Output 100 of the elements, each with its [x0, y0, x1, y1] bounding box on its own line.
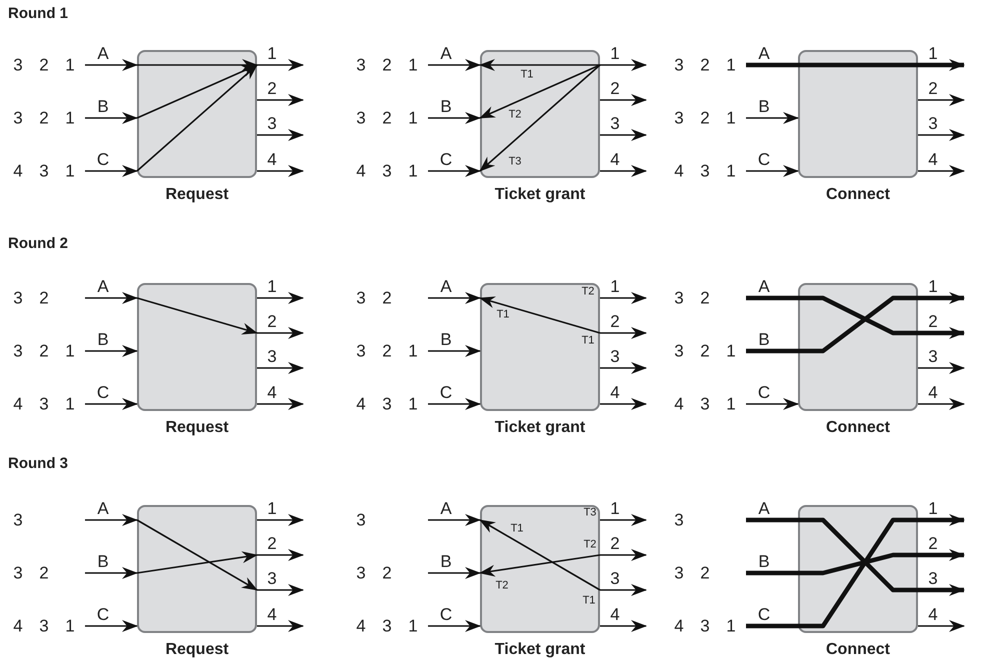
- queue-number: 3: [39, 162, 49, 180]
- arrow: [257, 59, 304, 71]
- edge-label: B: [440, 553, 452, 570]
- arrow: [918, 398, 965, 410]
- queue-number: 3: [13, 56, 23, 74]
- round-heading: Round 3: [8, 455, 68, 472]
- queue-number: 3: [39, 618, 49, 634]
- queue-number: 4: [674, 618, 684, 634]
- edge-label: A: [97, 500, 109, 517]
- edge-label: 3: [928, 570, 938, 587]
- arrow: [479, 64, 601, 172]
- ticket-label: T1: [496, 310, 510, 320]
- connection-line: [746, 348, 798, 354]
- arrow: [428, 567, 481, 579]
- queue-number: 2: [700, 564, 710, 582]
- edge-label: 2: [610, 535, 620, 552]
- queue-number: 2: [700, 342, 710, 360]
- queue-number: 3: [700, 618, 710, 634]
- edge-label: 3: [267, 348, 277, 365]
- arrow: [918, 620, 965, 632]
- edge-label: 1: [267, 500, 277, 517]
- edge-label: 3: [610, 115, 620, 132]
- queue-number: 2: [39, 56, 49, 74]
- panel-title: Request: [165, 186, 229, 204]
- arrow: [85, 165, 138, 177]
- queue-number: 1: [65, 56, 75, 74]
- switch-box: [798, 50, 918, 178]
- queue-number: 3: [13, 290, 23, 306]
- queue-number: 4: [13, 618, 23, 634]
- switch-box: [137, 505, 257, 633]
- arrow: [600, 292, 647, 304]
- arrow: [918, 327, 965, 339]
- arrow: [136, 551, 258, 574]
- edge-label: 1: [928, 278, 938, 295]
- arrow: [918, 549, 965, 561]
- arrow: [918, 514, 965, 526]
- connection-line: [798, 296, 918, 354]
- ticket-label: T2: [582, 286, 594, 298]
- edge-label: C: [440, 606, 452, 623]
- arrow: [428, 112, 481, 124]
- edge-label: B: [97, 331, 109, 348]
- switch-box: [480, 283, 600, 411]
- panel-title: Ticket grant: [494, 419, 586, 437]
- edge-label: C: [96, 606, 110, 623]
- queue-number: 3: [674, 290, 684, 306]
- arrow: [479, 554, 600, 577]
- queue-number: 2: [39, 290, 49, 306]
- edge-label: 1: [610, 45, 620, 62]
- queue-number: 2: [39, 564, 49, 582]
- arrow: [479, 59, 600, 71]
- queue-number: 3: [356, 290, 366, 306]
- arrow: [257, 398, 304, 410]
- ticket-label: T1: [582, 336, 594, 346]
- ticket-label: T1: [520, 70, 534, 80]
- arrow: [600, 584, 647, 596]
- queue-number: 2: [382, 290, 392, 306]
- arrow: [136, 64, 258, 172]
- connection-line: [746, 62, 798, 68]
- switch-box: [480, 505, 600, 633]
- queue-number: 1: [726, 396, 736, 412]
- panel-title: Request: [165, 419, 229, 437]
- arrow: [428, 620, 481, 632]
- edge-label: B: [758, 553, 770, 570]
- queue-number: 2: [700, 110, 710, 126]
- edge-label: A: [440, 278, 452, 295]
- arrow: [600, 362, 647, 374]
- edge-label: 4: [610, 384, 620, 401]
- queue-number: 3: [13, 512, 23, 528]
- queue-number: 1: [408, 342, 418, 360]
- edge-label: 4: [928, 606, 938, 623]
- panel-title: Ticket grant: [494, 641, 586, 659]
- arrow: [918, 94, 965, 106]
- arrow: [918, 59, 965, 71]
- edge-label: 2: [267, 535, 277, 552]
- queue-number: 3: [13, 564, 23, 582]
- panel-title: Connect: [826, 641, 890, 659]
- queue-number: 1: [726, 618, 736, 634]
- queue-number: 3: [674, 342, 684, 360]
- queue-number: 1: [65, 396, 75, 412]
- arrow: [428, 345, 481, 357]
- arrow: [600, 398, 647, 410]
- arrow: [600, 620, 647, 632]
- arrow: [600, 94, 647, 106]
- edge-label: B: [758, 331, 770, 348]
- arrow: [136, 519, 258, 591]
- edge-label: 2: [928, 535, 938, 552]
- switch-box: [137, 50, 257, 178]
- edge-label: 2: [267, 313, 277, 330]
- queue-number: 1: [408, 56, 418, 74]
- edge-label: 3: [928, 348, 938, 365]
- switch-box: [137, 283, 257, 411]
- edge-label: 1: [610, 500, 620, 517]
- panel-title: Connect: [826, 186, 890, 204]
- edge-label: C: [96, 151, 110, 168]
- arrow: [137, 59, 258, 71]
- edge-label: 3: [267, 570, 277, 587]
- edge-label: 2: [928, 80, 938, 97]
- queue-number: 3: [700, 396, 710, 412]
- arrow: [257, 292, 304, 304]
- queue-number: 1: [65, 162, 75, 180]
